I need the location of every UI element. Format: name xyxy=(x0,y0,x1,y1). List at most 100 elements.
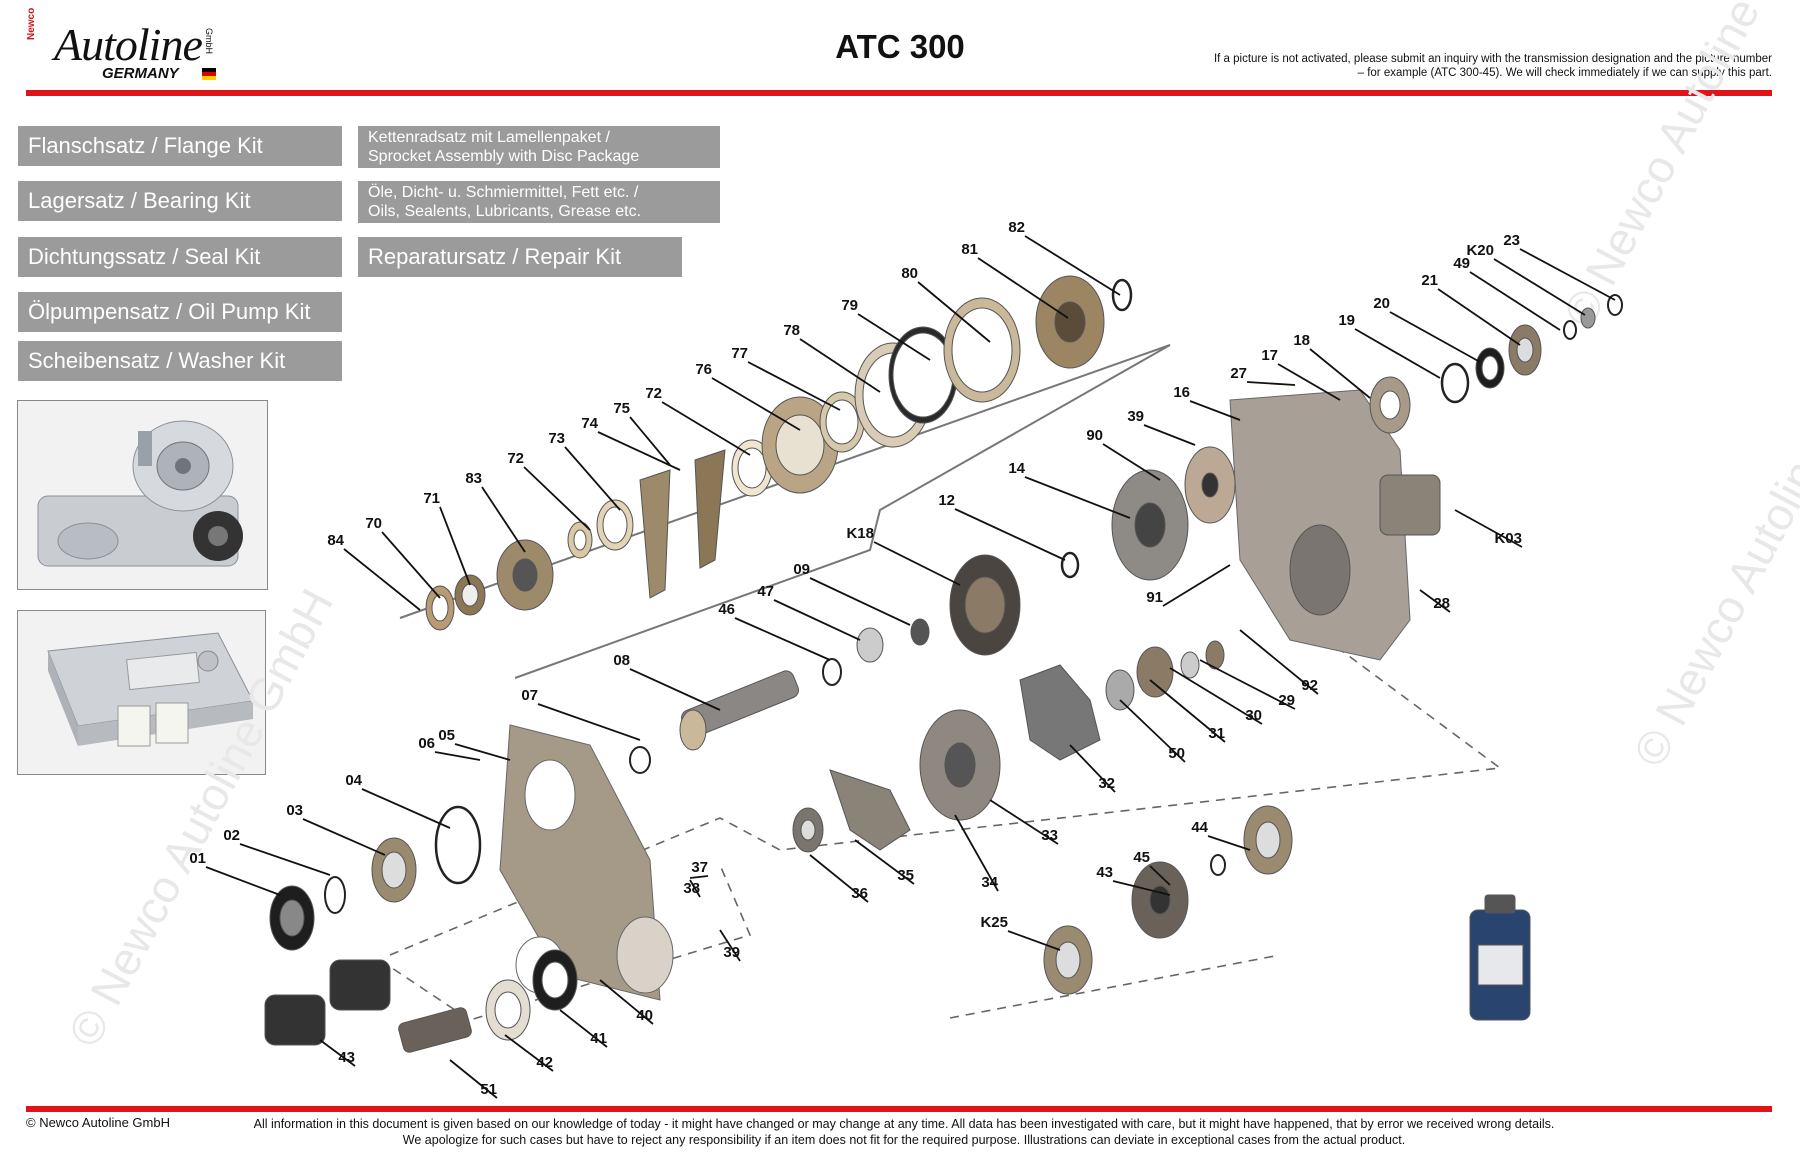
leader-line xyxy=(439,506,471,586)
leader-line xyxy=(1246,381,1296,386)
leader-line xyxy=(319,1039,356,1067)
seal-kit-button[interactable]: Dichtungssatz / Seal Kit xyxy=(18,237,342,277)
part-number-label: 42 xyxy=(536,1054,553,1071)
washer-kit-button[interactable]: Scheibensatz / Washer Kit xyxy=(18,341,342,381)
leader-line xyxy=(711,377,801,431)
leader-line xyxy=(1493,258,1586,316)
logo-gmbh: GmbH xyxy=(204,28,214,55)
picture-notice: If a picture is not activated, please su… xyxy=(1213,53,1772,79)
part-number-label: 14 xyxy=(1008,460,1025,477)
leader-line xyxy=(857,313,931,361)
part-number-label: 80 xyxy=(901,265,918,282)
part-number-label: 90 xyxy=(1086,427,1103,444)
oils-line-2: Oils, Sealents, Lubricants, Grease etc. xyxy=(368,203,642,220)
leader-line xyxy=(302,818,386,856)
part-number-label: 18 xyxy=(1293,332,1310,349)
repair-kit-button[interactable]: Reparatursatz / Repair Kit xyxy=(358,237,682,277)
leader-line xyxy=(1169,667,1263,725)
leader-line xyxy=(1143,424,1196,446)
leader-line xyxy=(1207,835,1251,851)
leader-line xyxy=(1519,248,1616,301)
part-number-label: 75 xyxy=(613,400,630,417)
sprocket-assembly-button[interactable]: Kettenradsatz mit Lamellenpaket / Sprock… xyxy=(358,126,720,168)
part-labels: 8281807978777672757473728371708423K20492… xyxy=(189,219,1616,1099)
part-number-label: 78 xyxy=(783,322,800,339)
part-number-label: 06 xyxy=(418,735,435,752)
leader-line xyxy=(381,531,441,599)
logo-brand: Autoline xyxy=(54,19,203,70)
leader-line xyxy=(1069,744,1116,793)
footer-divider xyxy=(26,1106,1772,1112)
part-number-label: 01 xyxy=(189,850,206,867)
oils-line-1: Öle, Dicht- u. Schmiermittel, Fett etc. … xyxy=(368,184,639,201)
leader-line xyxy=(1102,443,1161,481)
leader-line xyxy=(454,743,511,761)
leader-line xyxy=(205,866,281,896)
part-number-label: 04 xyxy=(345,772,362,789)
watermark-3: © Newco Autoline GmbH xyxy=(1553,0,1800,335)
part-number-label: 84 xyxy=(327,532,344,549)
leader-line xyxy=(449,1059,498,1099)
part-number-label: 19 xyxy=(1338,312,1355,329)
part-number-label: 46 xyxy=(718,601,735,618)
leader-line xyxy=(809,577,911,626)
leader-line xyxy=(689,875,709,879)
part-number-label: 36 xyxy=(851,885,868,902)
part-number-label: 73 xyxy=(548,430,565,447)
page-title: ATC 300 xyxy=(835,28,965,65)
leader-line xyxy=(1239,629,1319,695)
leader-line xyxy=(523,466,591,531)
leader-line xyxy=(343,548,421,611)
leader-line xyxy=(1024,476,1131,519)
part-number-label: 77 xyxy=(731,345,748,362)
part-number-label: 08 xyxy=(613,652,630,669)
leader-line xyxy=(239,843,331,876)
part-number-label: 34 xyxy=(981,874,998,891)
leader-line xyxy=(1309,348,1371,399)
leader-line xyxy=(954,508,1066,561)
part-number-label: 29 xyxy=(1278,692,1295,709)
part-number-label: 92 xyxy=(1301,677,1318,694)
parts-right xyxy=(264,294,1623,1053)
leader-line xyxy=(661,401,751,456)
leader-line xyxy=(1007,930,1061,951)
leader-line xyxy=(1199,659,1296,710)
leader-line xyxy=(799,338,881,393)
part-number-label: 83 xyxy=(465,470,482,487)
part-number-label: 16 xyxy=(1173,384,1190,401)
leader-line xyxy=(854,839,915,885)
sprocket-line-2: Sprocket Assembly with Disc Package xyxy=(368,148,640,165)
part-number-label: K20 xyxy=(1466,242,1494,259)
logo-country: GERMANY xyxy=(102,65,179,82)
oils-lubricants-button[interactable]: Öle, Dicht- u. Schmiermittel, Fett etc. … xyxy=(358,181,720,223)
part-number-label: 71 xyxy=(423,490,440,507)
leader-line xyxy=(361,788,451,829)
leader-line xyxy=(599,979,654,1025)
part-number-label: 37 xyxy=(691,859,708,876)
leader-line xyxy=(504,1034,554,1072)
part-number-label: 44 xyxy=(1191,819,1208,836)
leader-line xyxy=(1149,865,1171,886)
bearing-kit-button[interactable]: Lagersatz / Bearing Kit xyxy=(18,181,342,221)
oil-pump-kit-button[interactable]: Ölpumpensatz / Oil Pump Kit xyxy=(18,292,342,332)
flange-kit-button[interactable]: Flanschsatz / Flange Kit xyxy=(18,126,342,166)
leader-line xyxy=(719,929,741,962)
sprocket-line-1: Kettenradsatz mit Lamellenpaket / xyxy=(368,129,610,146)
part-number-label: 47 xyxy=(757,583,774,600)
part-number-label: 43 xyxy=(1096,864,1113,881)
part-number-label: 07 xyxy=(521,687,538,704)
leader-line xyxy=(747,361,841,411)
leader-line xyxy=(1149,679,1226,743)
disclaimer-line-1: All information in this document is give… xyxy=(253,1117,1555,1131)
leader-line xyxy=(954,814,999,892)
part-number-label: 03 xyxy=(286,802,303,819)
leader-line xyxy=(773,599,861,641)
autoline-logo: Newco Autoline GmbH GERMANY xyxy=(24,8,216,84)
part-number-label: 20 xyxy=(1373,295,1390,312)
leader-line xyxy=(481,486,526,553)
part-number-label: 49 xyxy=(1453,255,1470,272)
watermark-2: © Newco Autoline GmbH xyxy=(1623,300,1800,774)
leader-line xyxy=(1024,235,1121,296)
leader-line xyxy=(1437,288,1521,346)
